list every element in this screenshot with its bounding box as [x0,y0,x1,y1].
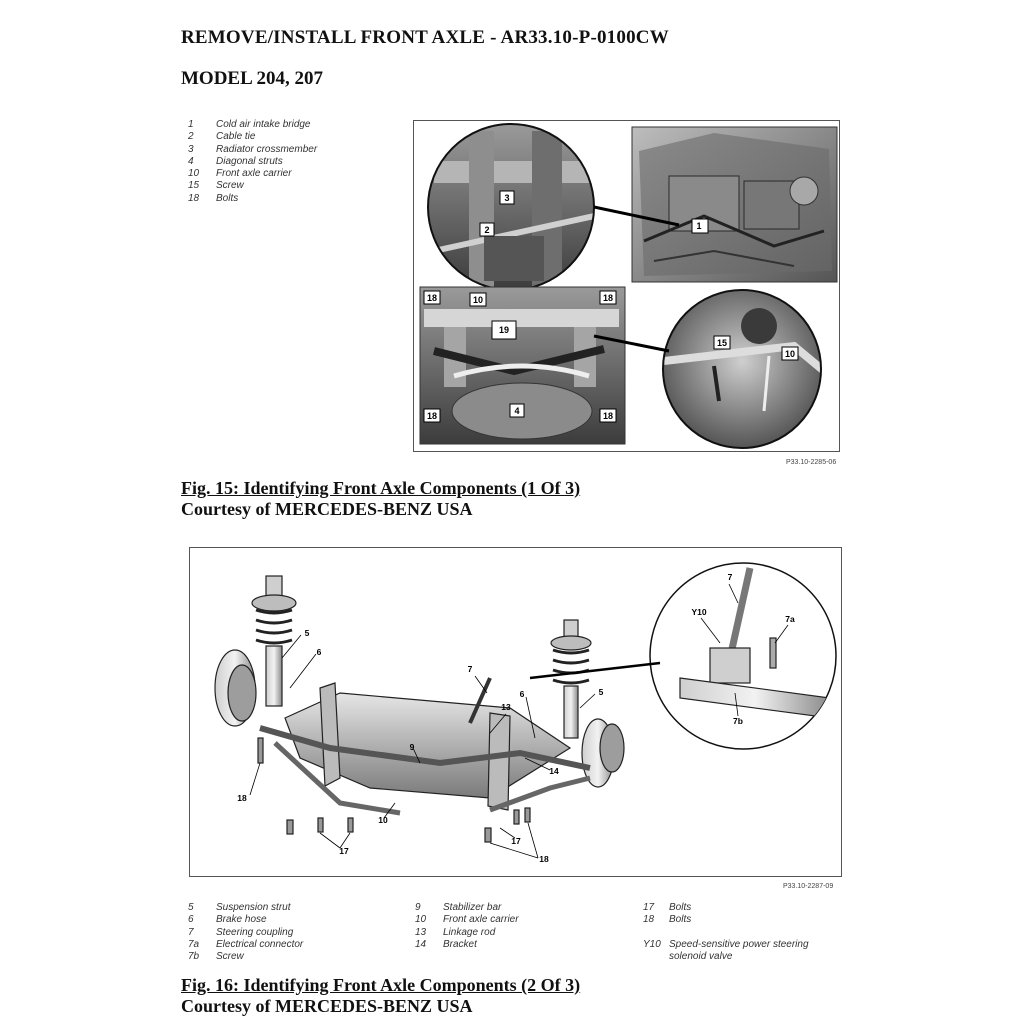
zoom-detail-radiator [427,123,595,291]
callout-label: 18 [539,854,549,864]
engine-bay-photo [631,126,838,283]
front-axle-drawing [214,575,625,843]
callout-label: 15 [717,338,727,348]
callout-label: 18 [427,293,437,303]
callout-label: 7b [733,716,743,726]
figure2-title: Fig. 16: Identifying Front Axle Componen… [181,975,581,995]
callout-label: 6 [520,689,525,699]
callout-label: 18 [603,293,613,303]
figure2-reference-code: P33.10-2287-09 [783,883,834,890]
figure1-reference-code: P33.10-2285-06 [786,459,837,466]
callout-label: 5 [599,687,604,697]
callout-label: 10 [473,295,483,305]
figure1-illustration: 1 2 3 4 10 10 15 18 18 18 18 19 [413,120,840,452]
callout-label: 4 [514,406,519,416]
callout-label: 1 [696,221,701,231]
zoom-detail-steering [649,562,837,750]
callout-label: 18 [237,793,247,803]
callout-label: 10 [378,815,388,825]
callout-label: 6 [317,647,322,657]
callout-label: 14 [549,766,559,776]
callout-label: 5 [305,628,310,638]
model-heading: MODEL 204, 207 [181,68,323,89]
zoom-detail-screw [662,289,822,449]
figure1-courtesy: Courtesy of MERCEDES-BENZ USA [181,499,473,519]
callout-label: 17 [511,836,521,846]
callout-label: 7 [468,664,473,674]
callout-label: 17 [339,846,349,856]
figure2-courtesy: Courtesy of MERCEDES-BENZ USA [181,996,473,1016]
callout-label: 13 [501,702,511,712]
callout-label: 3 [504,193,509,203]
callout-label: 19 [499,325,509,335]
callout-label: 18 [603,411,613,421]
figure2-caption: Fig. 16: Identifying Front Axle Componen… [181,975,580,1017]
callout-label: 7a [785,614,795,624]
callout-label: 7 [728,572,733,582]
callout-label: 9 [410,742,415,752]
legend-item-continued: solenoid valve [669,951,733,963]
figure1-title: Fig. 15: Identifying Front Axle Componen… [181,478,581,498]
figure2-illustration: 5 5 6 6 7 7 7a 7b 9 10 13 14 17 17 18 18… [189,547,842,877]
callout-label: 2 [484,225,489,235]
page-title: REMOVE/INSTALL FRONT AXLE - AR33.10-P-01… [181,27,669,48]
figure1-caption: Fig. 15: Identifying Front Axle Componen… [181,478,580,520]
callout-label: Y10 [691,607,706,617]
underbody-photo [419,286,626,445]
callout-label: 10 [785,349,795,359]
callout-label: 18 [427,411,437,421]
